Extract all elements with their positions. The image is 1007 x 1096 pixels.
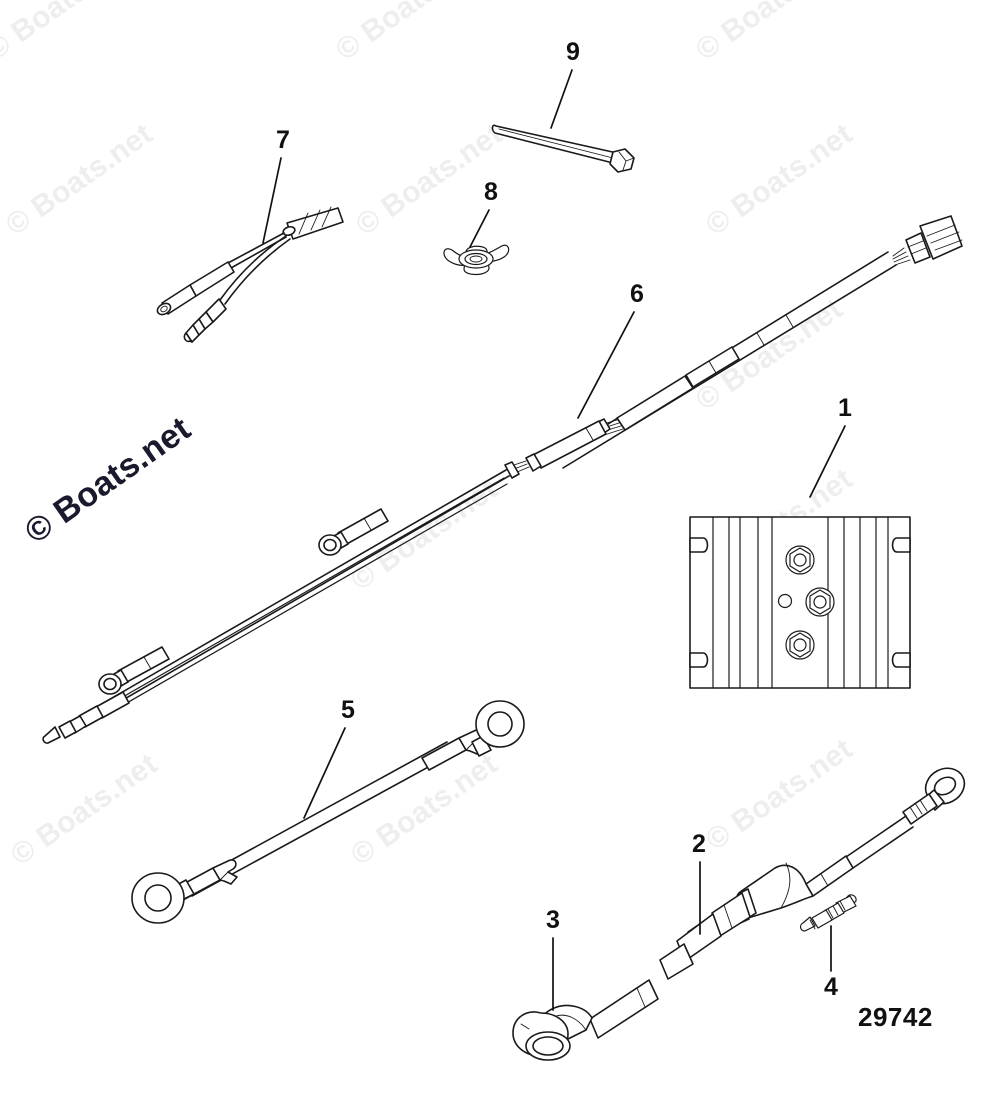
hex-bolt-bottom xyxy=(785,630,815,660)
callout-number-8: 8 xyxy=(484,178,498,206)
harness-connector xyxy=(892,215,963,266)
callout-leader-7 xyxy=(262,157,282,244)
hex-bolt-middle xyxy=(805,587,835,617)
part-3-battery-terminal-end xyxy=(512,1004,593,1061)
callout-number-4: 4 xyxy=(824,973,838,1001)
part-1-mounting-block xyxy=(689,516,911,689)
callout-leader-8 xyxy=(469,209,490,248)
part-8-wing-nut xyxy=(443,244,510,276)
callout-leader-1 xyxy=(809,425,846,498)
part-6-wiring-harness xyxy=(42,215,963,744)
callout-number-7: 7 xyxy=(276,126,290,154)
part-9-cable-tie xyxy=(491,124,635,173)
callout-number-1: 1 xyxy=(838,394,852,422)
callout-number-6: 6 xyxy=(630,280,644,308)
callout-leader-6 xyxy=(577,311,635,419)
callout-leader-9 xyxy=(550,69,573,129)
part-5-ground-strap xyxy=(131,700,525,924)
callout-number-9: 9 xyxy=(566,38,580,66)
part-4-crimp-terminal xyxy=(799,894,857,932)
diagram-number: 29742 xyxy=(858,1002,933,1032)
callout-leader-5 xyxy=(303,727,346,819)
hex-bolt-top xyxy=(785,545,815,575)
part-7-y-adapter-lead xyxy=(156,206,344,343)
callout-number-2: 2 xyxy=(692,830,706,858)
part-2-battery-cable xyxy=(589,767,966,1039)
callout-number-3: 3 xyxy=(546,906,560,934)
callout-number-5: 5 xyxy=(341,696,355,724)
